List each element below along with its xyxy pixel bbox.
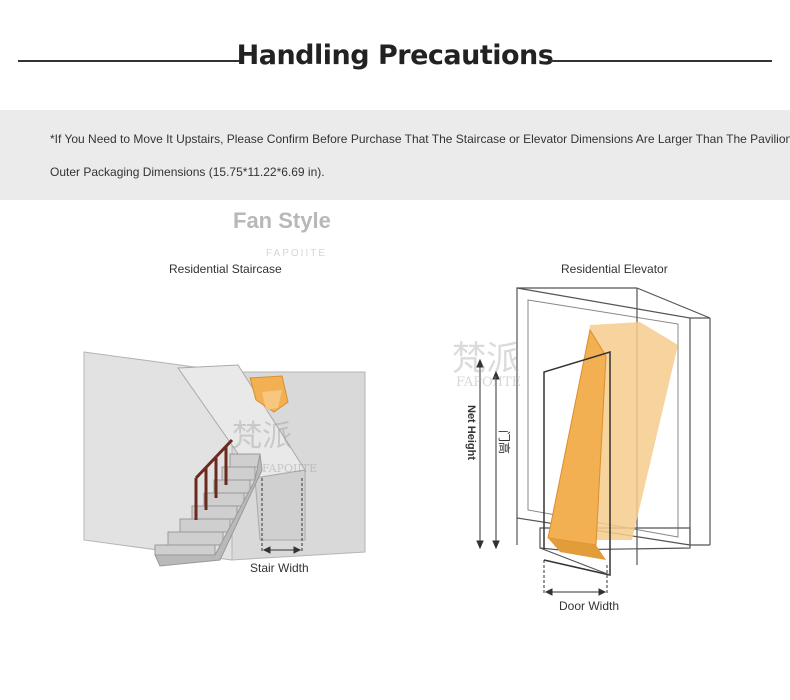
notice-line-1: *If You Need to Move It Upstairs, Please… <box>50 132 790 146</box>
net-height-label: Net Height <box>465 405 477 460</box>
stair-width-dimension <box>261 478 303 554</box>
door-height-label-cn: 门高 <box>497 430 512 454</box>
stair-railing <box>194 438 234 520</box>
notice-banner: *If You Need to Move It Upstairs, Please… <box>0 110 790 200</box>
notice-line-2: Outer Packaging Dimensions (15.75*11.22*… <box>50 165 325 179</box>
page-title: Handling Precautions <box>236 40 554 71</box>
watermark-cjk-1: 梵派 <box>232 419 292 454</box>
elevator-illustration: Net Height 门高 Door Width <box>465 287 711 613</box>
watermark-brand-2: FAPOIITE <box>456 375 521 390</box>
door-width-dimension <box>543 560 608 596</box>
net-height-dimension <box>476 358 500 550</box>
title-divider-right <box>550 60 772 62</box>
watermark-sub: FAPOIITE <box>266 248 328 259</box>
lower-steps <box>154 453 261 556</box>
stair-side <box>154 453 263 567</box>
section-header: Handling Precautions <box>0 38 790 84</box>
watermark-title: Fan Style <box>233 208 331 233</box>
watermark-cjk-2: 梵派 <box>452 339 520 379</box>
title-divider-left <box>18 60 240 62</box>
package-box-bottom <box>548 538 606 560</box>
watermark-brand-1: FAPOIITE <box>262 462 317 475</box>
elevator-door-frame <box>543 350 611 576</box>
stair-support <box>254 469 306 541</box>
staircase-illustration: Stair Width <box>83 351 366 575</box>
door-width-label: Door Width <box>559 599 619 613</box>
staircase-caption: Residential Staircase <box>169 262 282 276</box>
stair-width-label: Stair Width <box>250 561 309 575</box>
package-box-face <box>262 390 282 410</box>
elevator-caption: Residential Elevator <box>561 262 668 276</box>
